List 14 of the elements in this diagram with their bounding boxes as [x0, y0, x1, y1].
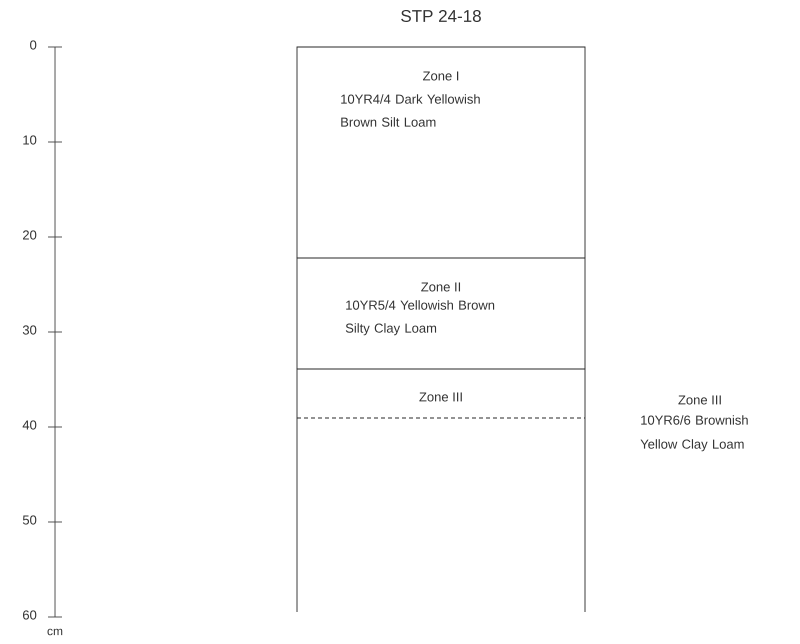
tick-label: 50	[22, 515, 36, 525]
zone-note: 10YR6/6 Brownish Yellow Clay Loam	[640, 415, 748, 452]
soil-zone-band: Zone III	[296, 368, 586, 418]
zone-note: Zone III	[678, 395, 721, 405]
unit-label: cm	[48, 628, 62, 636]
soil-zone-band: Zone I 10YR4/4 Dark Yellowish Brown Silt Loam	[296, 46, 586, 258]
title: STP 24-18	[401, 10, 481, 22]
soil-zone-band: Zone II 10YR5/4 Yellowish Brown Silty Clay Loam	[296, 258, 586, 370]
tick-label: 10	[23, 135, 36, 145]
tick-label: 0	[30, 40, 36, 50]
tick-label: 60	[23, 610, 36, 620]
tick-label: 20	[23, 230, 36, 240]
tick-label: 30	[22, 325, 36, 335]
tick-label: 40	[22, 420, 36, 430]
